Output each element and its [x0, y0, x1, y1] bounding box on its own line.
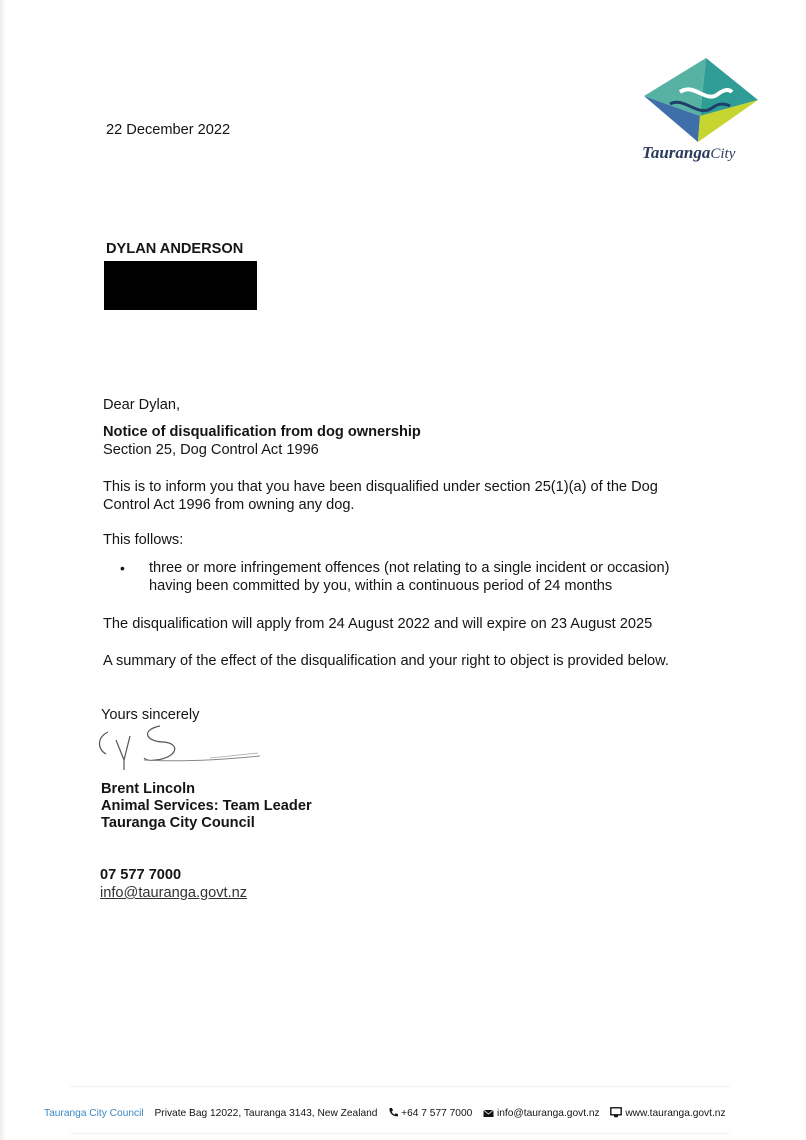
footer-org: Tauranga City Council [44, 1108, 144, 1119]
follows-label: This follows: [103, 532, 184, 548]
scan-line [70, 1133, 730, 1134]
logo-wordmark: TaurangaCity [642, 143, 735, 163]
salutation: Dear Dylan, [103, 397, 181, 413]
logo-name: Tauranga [642, 143, 711, 162]
footer: Tauranga City Council Private Bag 12022,… [44, 1107, 726, 1120]
phone-icon [389, 1108, 399, 1117]
logo-city: City [710, 146, 736, 162]
footer-website[interactable]: www.tauranga.govt.nz [625, 1108, 726, 1119]
redacted-address [104, 261, 257, 310]
bullet-text: three or more infringement offences (not… [149, 560, 670, 594]
signer-title: Animal Services: Team Leader [101, 798, 312, 814]
closing: Yours sincerely [101, 707, 200, 723]
bullet-dot: • [120, 560, 125, 576]
section-reference: Section 25, Dog Control Act 1996 [103, 442, 319, 458]
signer-organization: Tauranga City Council [101, 815, 255, 831]
contact-email-link[interactable]: info@tauranga.govt.nz [100, 885, 248, 901]
scan-line [70, 1086, 730, 1087]
signature [98, 725, 261, 770]
footer-phone: +64 7 577 7000 [401, 1108, 473, 1119]
summary-paragraph: A summary of the effect of the disqualif… [103, 653, 669, 669]
footer-email[interactable]: info@tauranga.govt.nz [496, 1108, 600, 1119]
footer-address: Private Bag 12022, Tauranga 3143, New Ze… [154, 1108, 378, 1119]
monitor-icon [610, 1107, 623, 1118]
contact-phone: 07 577 7000 [100, 867, 182, 883]
letter-date: 22 December 2022 [106, 122, 231, 138]
signer-name: Brent Lincoln [101, 781, 196, 797]
tauranga-city-logo-icon [644, 58, 758, 142]
page-edge [0, 0, 6, 1140]
subject-heading: Notice of disqualification from dog owne… [103, 424, 421, 440]
body-paragraph: This is to inform you that you have been… [103, 479, 658, 513]
recipient-name: DYLAN ANDERSON [106, 241, 244, 257]
period-paragraph: The disqualification will apply from 24 … [103, 616, 653, 632]
mail-icon [483, 1109, 494, 1117]
